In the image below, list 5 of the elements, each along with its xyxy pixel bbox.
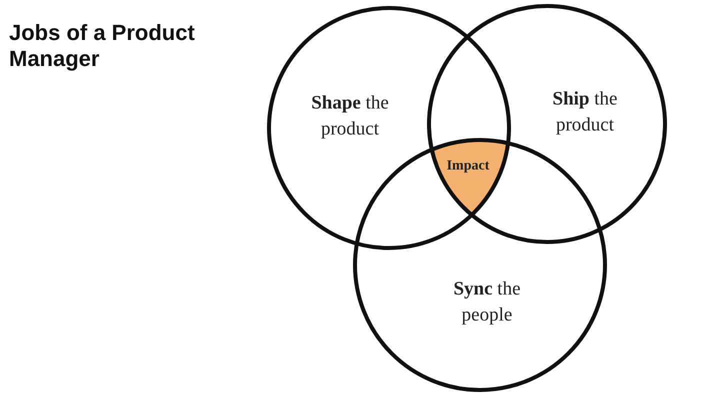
intersection-label: Impact	[446, 158, 490, 176]
diagram-title: Jobs of a Product Manager	[9, 20, 196, 73]
circle-label: Sync the people	[452, 277, 522, 327]
circle-label: Ship the product	[552, 87, 618, 137]
circle-label: Shape the product	[310, 91, 390, 141]
